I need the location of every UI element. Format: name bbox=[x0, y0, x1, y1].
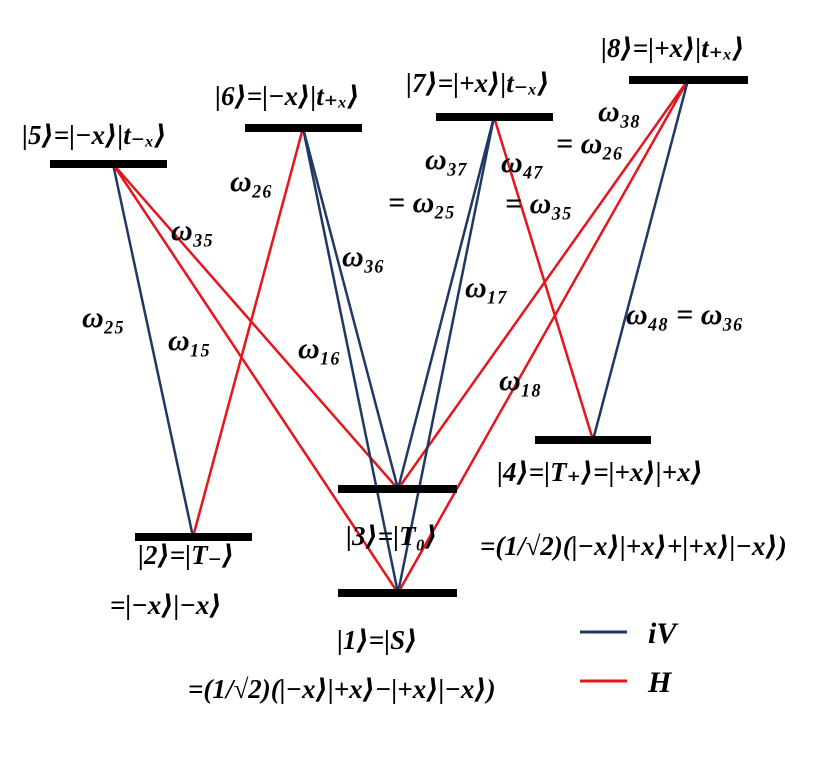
legend-label-iV: iV bbox=[648, 617, 679, 650]
level-1-label: |1⟩=|S⟩ bbox=[337, 625, 417, 655]
level-4-bar bbox=[535, 436, 651, 444]
transition-1-8-H bbox=[396, 79, 690, 594]
legend-label-H: H bbox=[647, 666, 673, 699]
omega-label-1: = ω₂₆ bbox=[556, 127, 623, 160]
level-2-bar bbox=[135, 533, 252, 541]
level-2-label: |2⟩=|T₋⟩ bbox=[138, 540, 234, 570]
omega-label-12: ω₁₆ bbox=[298, 332, 341, 365]
level-1-bar bbox=[338, 589, 457, 597]
energy-levels bbox=[50, 76, 748, 597]
transition-2-5-iV bbox=[111, 163, 195, 538]
transition-4-7-H bbox=[492, 116, 595, 441]
transition-1-7-iV bbox=[396, 116, 496, 594]
level-5-bar bbox=[50, 160, 167, 168]
omega-label-6: ω₂₆ bbox=[230, 165, 273, 198]
transition-3-8-H bbox=[396, 79, 690, 490]
level-8-label: |8⟩=|+x⟩|t₊ₓ⟩ bbox=[601, 33, 745, 63]
transition-3-6-iV bbox=[301, 127, 400, 490]
level-7-bar bbox=[436, 113, 553, 121]
omega-label-11: ω₁₅ bbox=[168, 324, 211, 357]
transition-4-8-iV bbox=[591, 79, 690, 441]
omega-label-9: ω₁₇ bbox=[465, 271, 508, 304]
transition-lines bbox=[111, 79, 690, 594]
level-3-sublabel: =(1/√2)(|−x⟩|+x⟩+|+x⟩|−x⟩) bbox=[480, 531, 787, 561]
transition-3-5-H bbox=[112, 163, 399, 490]
level-2-sublabel: =|−x⟩|−x⟩ bbox=[110, 590, 222, 620]
omega-label-3: ω₄₇ bbox=[501, 146, 544, 179]
level-7-label: |7⟩=|+x⟩|t₋ₓ⟩ bbox=[406, 68, 550, 98]
omega-label-8: ω₃₆ bbox=[342, 240, 385, 273]
level-5-label: |5⟩=|−x⟩|t₋ₓ⟩ bbox=[22, 120, 167, 150]
level-8-bar bbox=[629, 76, 748, 84]
level-1-sublabel: =(1/√2)(|−x⟩|+x⟩−|+x⟩|−x⟩) bbox=[188, 674, 496, 704]
transition-2-6-H bbox=[191, 127, 305, 538]
legend: iV H bbox=[580, 617, 679, 699]
omega-label-7: ω₃₅ bbox=[171, 214, 214, 247]
omega-label-0: ω₃₈ bbox=[598, 95, 641, 128]
omega-label-14: ω₁₈ bbox=[499, 364, 542, 397]
omega-label-5: = ω₃₅ bbox=[505, 187, 572, 220]
transition-3-7-iV bbox=[396, 116, 496, 490]
level-6-bar bbox=[245, 124, 362, 132]
level-6-label: |6⟩=|−x⟩|t₊ₓ⟩ bbox=[215, 81, 360, 111]
omega-label-2: ω₃₇ bbox=[425, 143, 468, 176]
transition-1-5-H bbox=[111, 163, 400, 594]
labels: |1⟩=|S⟩ =(1/√2)(|−x⟩|+x⟩−|+x⟩|−x⟩) |2⟩=|T₋… bbox=[22, 33, 787, 704]
level-3-label: |3⟩=|T₀⟩ bbox=[346, 521, 437, 551]
level-3-bar bbox=[338, 485, 457, 493]
transition-1-6-iV bbox=[301, 127, 400, 594]
omega-label-10: ω₂₅ bbox=[82, 301, 125, 334]
omega-label-13: ω₄₈ = ω₃₆ bbox=[626, 298, 743, 331]
level-4-label: |4⟩=|T₊⟩=|+x⟩|+x⟩ bbox=[497, 457, 703, 487]
omega-label-4: = ω₂₅ bbox=[388, 186, 455, 219]
